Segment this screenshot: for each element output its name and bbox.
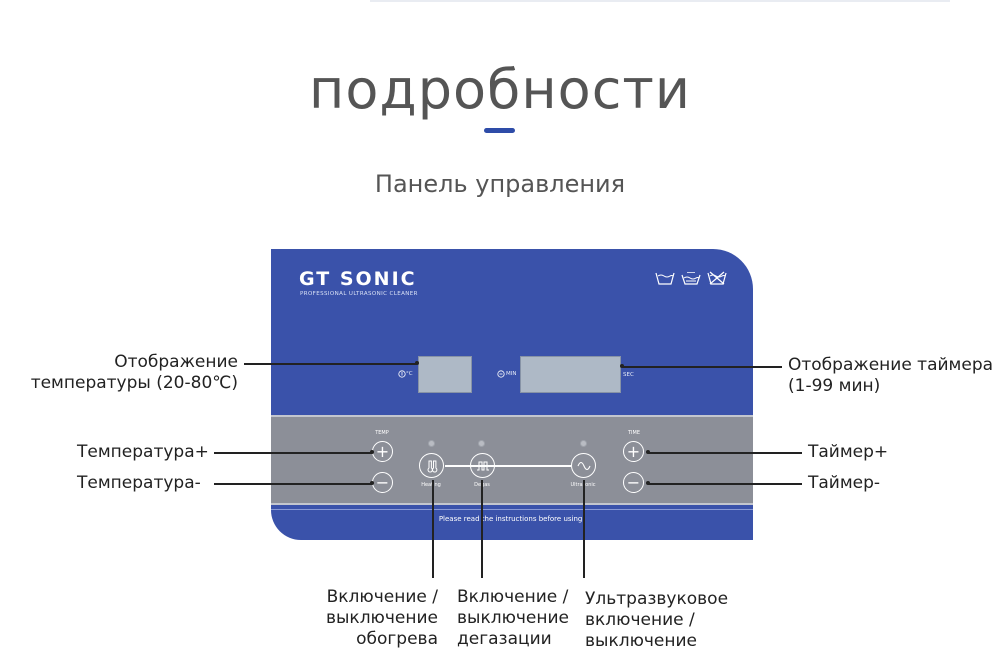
thermometer-icon [398,370,406,378]
button-connector-line [445,465,571,467]
unit-celsius: °C [406,371,413,377]
leader-heating [432,480,434,578]
heating-led [428,440,435,447]
unit-sec: SEC [623,372,634,378]
strip-divider [271,509,753,510]
degas-led [478,440,485,447]
brand-logo: GT SONIC [299,268,417,290]
unit-min: MIN [506,371,517,377]
annotation-temp-minus: Температура- [77,473,201,493]
wash-tub-icon [655,272,675,285]
leader-temp-minus [214,483,372,485]
leader-dot [370,481,374,485]
leader-temp-plus [214,452,372,454]
leader-timer-display [622,366,782,368]
leader-dot [415,361,419,365]
page-subtitle: Панель управления [374,170,626,198]
heating-label: Heating [421,482,441,488]
leader-dot [370,450,374,454]
heating-icon [427,460,437,473]
timer-plus-button[interactable]: + [623,441,644,462]
top-divider [370,0,950,2]
time-label: TIME [627,430,640,436]
annotation-degas: Включение / выключение дегазации [457,587,570,649]
temperature-display [418,356,472,393]
annotation-temp-plus: Температура+ [77,442,209,462]
leader-dot [646,481,650,485]
instructions-notice: Please read the instructions before usin… [438,515,586,523]
control-panel: GT SONIC PROFESSIONAL ULTRASONIC CLEANER… [271,249,753,540]
page-title: подробности [309,58,691,121]
temp-label: TEMP [375,430,389,436]
leader-degas [481,480,483,578]
leader-dot [646,450,650,454]
leader-ultrasonic [583,480,585,578]
leader-dot [620,364,624,368]
annotation-timer-display: Отображение таймера (1-99 мин) [788,355,994,396]
leader-temperature-display [244,363,417,365]
leader-timer-minus [648,483,802,485]
leader-timer-plus [648,452,802,454]
temp-plus-button[interactable]: + [372,441,393,462]
button-strip [271,415,753,505]
ultrasonic-button[interactable] [571,453,596,478]
annotation-heating: Включение / выключение обогрева [325,587,438,649]
degas-button[interactable] [470,453,495,478]
heating-button[interactable] [419,453,444,478]
annotation-timer-plus: Таймер+ [808,442,889,462]
ultrasonic-led [580,440,587,447]
annotation-temperature-display: Отображение температуры (20-80℃) [30,352,238,393]
annotation-timer-minus: Таймер- [808,473,881,493]
do-not-wash-icon [707,271,727,285]
timer-minus-button[interactable]: − [623,472,644,493]
wash-30-icon [681,272,701,285]
temp-minus-button[interactable]: − [372,472,393,493]
pulse-wave-icon [476,461,489,470]
title-underline [484,128,515,133]
brand-tagline: PROFESSIONAL ULTRASONIC CLEANER [300,291,418,297]
sine-wave-icon [576,461,591,470]
care-icons [655,271,727,285]
ultrasonic-label: Ultrasonic [563,482,603,488]
annotation-ultrasonic: Ультразвуковое включение / выключение [585,589,729,651]
clock-icon [497,370,505,378]
timer-display [520,356,621,393]
